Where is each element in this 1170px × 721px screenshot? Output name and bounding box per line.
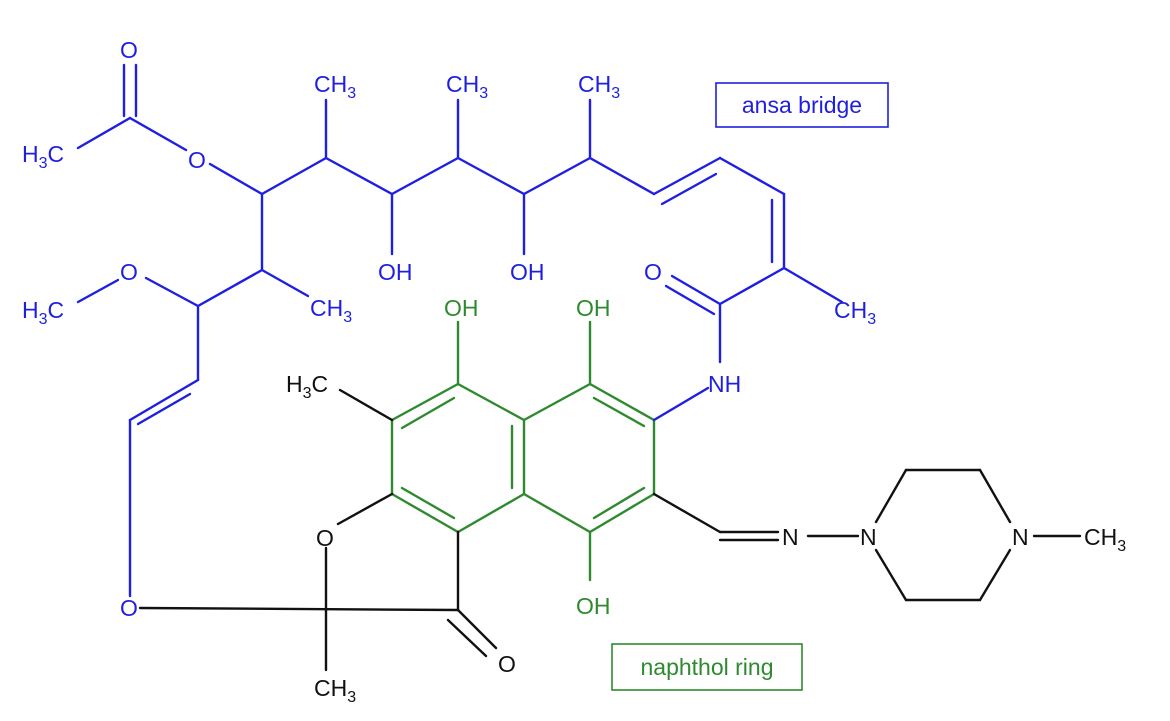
methoxy-oxygen: O [120,259,138,285]
quaternary-methyl-label: CH3 [314,675,356,706]
core-bonds [138,388,1082,672]
methyl-label-3: CH3 [578,71,620,102]
amide-nitrogen-bond [652,386,710,422]
ansa-atom-labels: O H3C O CH3 CH3 CH3 OH OH O O H3C CH3 CH… [22,37,876,621]
ansa-bridge-bonds [76,63,844,598]
phenol-label-1: OH [444,295,479,321]
imine-nitrogen: N [782,524,799,550]
methyl-label-4: CH3 [310,295,352,326]
phenol-label-3: OH [576,593,611,619]
naphthol-atom-labels: OH OH OH [444,295,611,619]
naphthol-ring-bonds [390,320,656,582]
methyl-label-2: CH3 [446,71,488,102]
phenol-label-2: OH [576,295,611,321]
core-atom-labels: H3C O CH3 O N N N CH3 [286,371,1126,706]
ketone-oxygen: O [498,651,516,677]
methyl-label-1: CH3 [314,71,356,102]
hydroxyl-label-1: OH [378,259,413,285]
ester-oxygen: O [188,147,206,173]
amide-carbonyl-oxygen: O [644,259,662,285]
aryl-methyl-label: H3C [286,371,328,402]
acetyl-methyl-label: H3C [22,141,64,172]
methyl-label-5: CH3 [834,297,876,328]
piperazine-nitrogen-2: N [1012,524,1029,550]
ansa-bridge-caption: ansa bridge [742,92,862,118]
naphthol-ring-legend: naphthol ring [611,643,803,691]
hydroxyl-label-2: OH [510,259,545,285]
naphthol-ring-caption: naphthol ring [641,654,774,680]
acetyl-carbonyl-oxygen: O [120,37,138,63]
n-methyl-label: CH3 [1084,524,1126,555]
furanone-oxygen: O [316,525,334,551]
amide-nh-label: NH [708,371,741,397]
ether-oxygen: O [120,595,138,621]
piperazine-nitrogen-1: N [860,524,877,550]
ansa-bridge-legend: ansa bridge [715,82,889,128]
methoxy-methyl-label: H3C [22,297,64,328]
